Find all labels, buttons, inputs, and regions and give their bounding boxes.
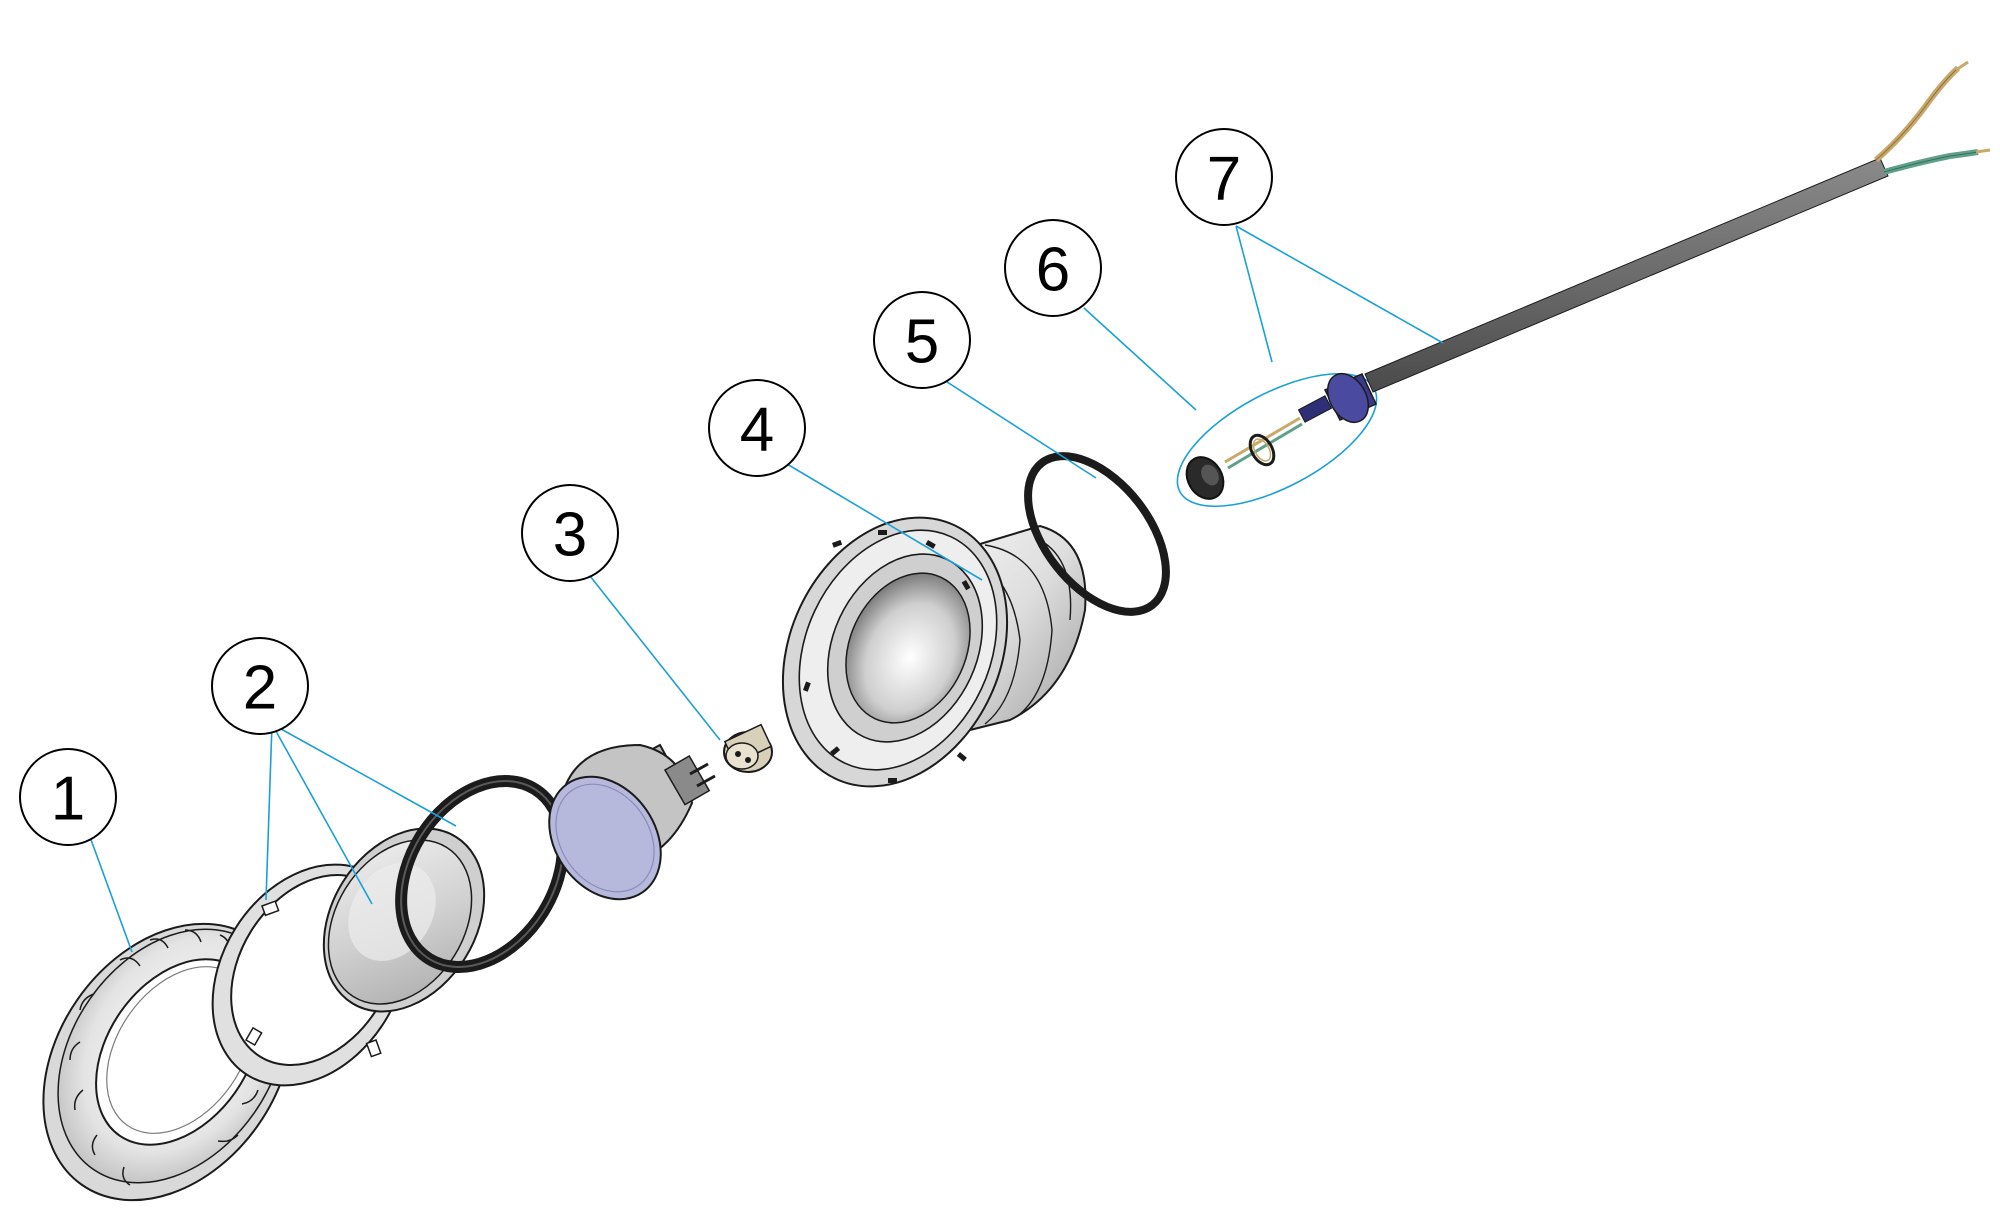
part-6-7-cable-gland-and-cable <box>1176 60 1991 508</box>
callout-label-7: 7 <box>1207 145 1241 214</box>
leader-lines <box>85 225 1444 953</box>
part-3-led-lamp-and-socket <box>548 723 773 901</box>
callout-label-2: 2 <box>243 654 277 723</box>
callout-1: 1 <box>19 748 117 846</box>
callout-label-6: 6 <box>1036 236 1070 305</box>
callout-3: 3 <box>521 484 619 582</box>
part-2-ring-lens-gasket <box>211 775 569 1087</box>
callout-label-5: 5 <box>905 308 939 377</box>
part-5-o-ring <box>1024 452 1170 616</box>
callout-2: 2 <box>211 637 309 735</box>
callout-4: 4 <box>708 379 806 477</box>
callout-label-1: 1 <box>51 765 85 834</box>
callout-label-3: 3 <box>553 501 587 570</box>
callout-7: 7 <box>1175 128 1273 226</box>
part-4-lamp-body-housing <box>781 516 1087 788</box>
callout-label-4: 4 <box>740 396 774 465</box>
callout-5: 5 <box>873 291 971 389</box>
callout-6: 6 <box>1004 219 1102 317</box>
